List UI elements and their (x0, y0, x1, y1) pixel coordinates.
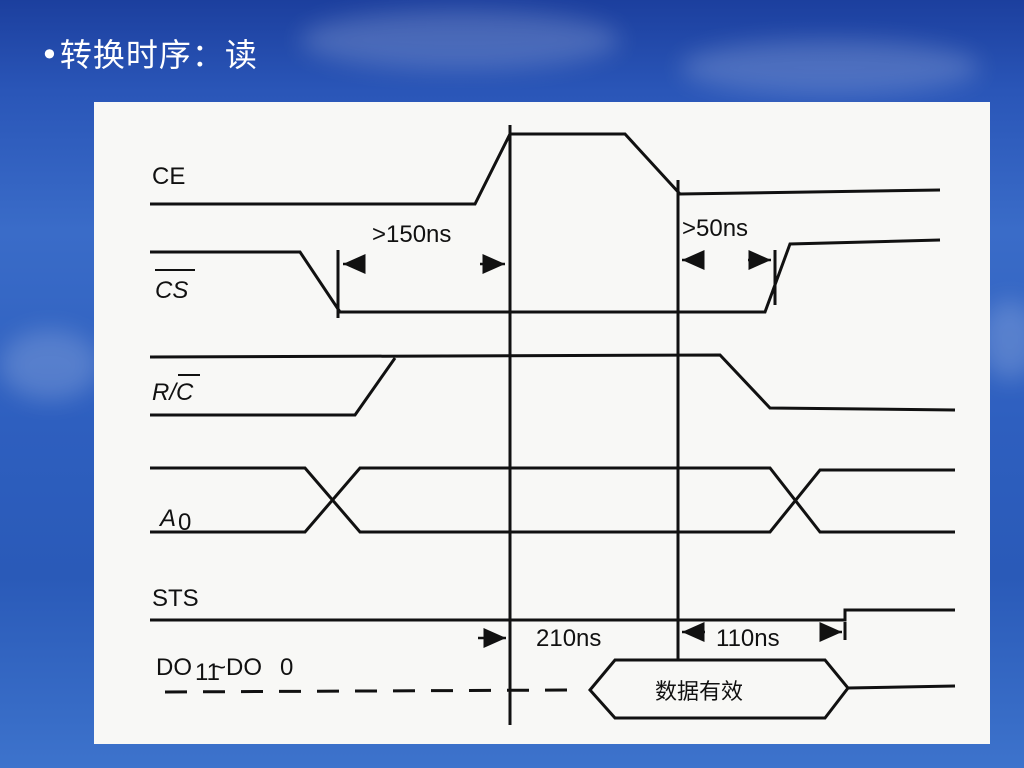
timing-110ns: 110ns (716, 625, 780, 652)
label-a0-sub: 0 (178, 509, 191, 536)
do-dashed-line (164, 688, 571, 694)
a0-waveform-bottom (150, 466, 955, 534)
label-do-mid: ~DO (212, 654, 262, 681)
cs-waveform (150, 238, 941, 314)
label-do-sub1: 11 (195, 659, 220, 686)
label-ce: CE (152, 163, 185, 190)
timing-diagram-panel: CE CS R/C A 0 STS DO 11 ~DO 0 >150ns >50… (94, 102, 990, 744)
label-rc: R/C (152, 379, 194, 406)
label-cs: CS (155, 277, 188, 304)
do-tail (847, 684, 956, 690)
background-cloud (300, 10, 620, 70)
label-sts: STS (152, 585, 199, 612)
background-cloud (680, 40, 980, 95)
slide-title: •转换时序：读 (40, 36, 258, 74)
rc-waveform (149, 353, 956, 412)
timing-diagram: CE CS R/C A 0 STS DO 11 ~DO 0 >150ns >50… (149, 125, 956, 725)
rc-waveform-low (150, 357, 397, 417)
label-do: DO (156, 654, 192, 681)
a0-waveform-top (150, 466, 955, 534)
data-valid-label: 数据有效 (655, 680, 743, 705)
timing-150ns: >150ns (372, 221, 451, 248)
timing-50ns: >50ns (682, 215, 748, 242)
background-cloud (0, 330, 100, 400)
timing-210ns: 210ns (536, 625, 601, 652)
label-a0: A (158, 505, 176, 532)
sts-waveform (150, 608, 955, 622)
ce-waveform (150, 132, 941, 206)
label-do-sub2: 0 (280, 654, 293, 681)
